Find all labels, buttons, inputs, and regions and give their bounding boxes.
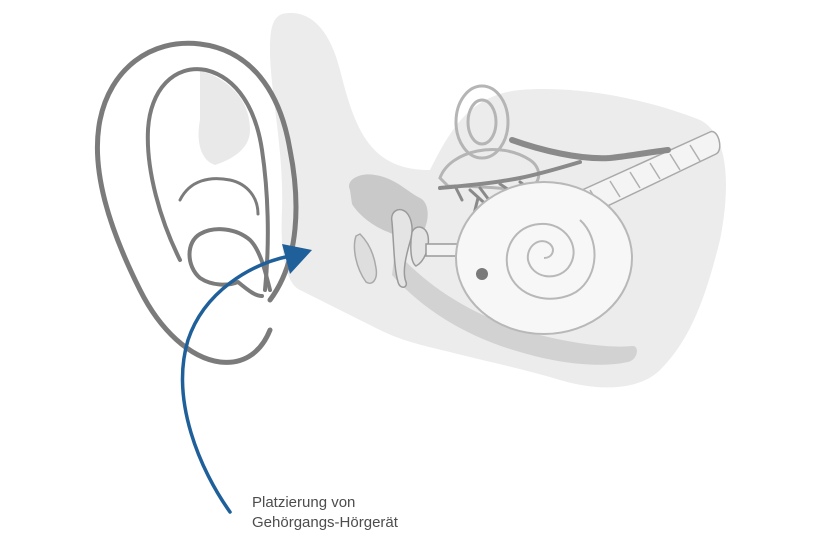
outer-ear: [97, 43, 296, 362]
placement-arrow: [183, 244, 312, 512]
placement-label-line-2: Gehörgangs-Hörgerät: [252, 513, 398, 533]
cochlea: [456, 182, 632, 334]
round-window: [476, 268, 488, 280]
placement-label: Platzierung von Gehörgangs-Hörgerät: [252, 493, 398, 533]
placement-label-line-1: Platzierung von: [252, 493, 398, 513]
